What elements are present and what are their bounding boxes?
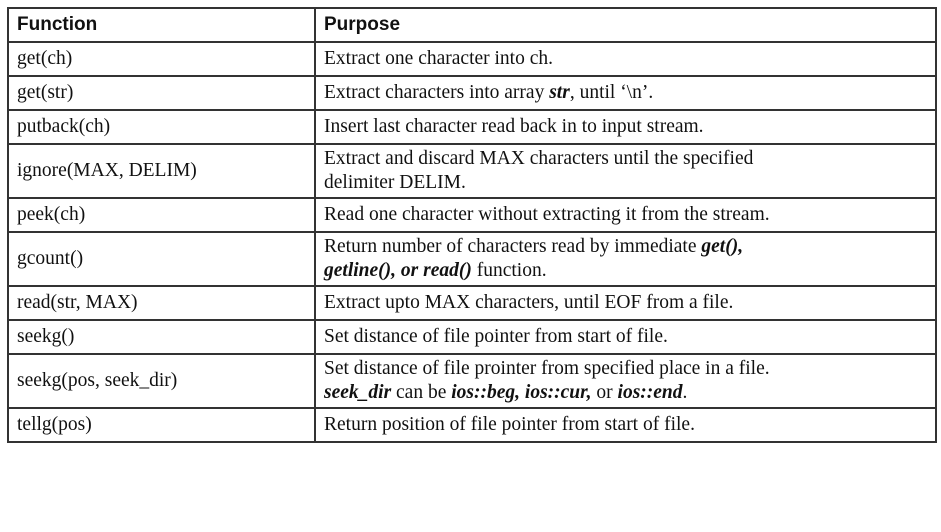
table-row: ignore(MAX, DELIM) Extract and discard M… <box>7 143 937 199</box>
function-table: Function Purpose get(ch) Extract one cha… <box>7 7 937 443</box>
purpose-code: getline(), or read() <box>324 260 472 281</box>
purpose-cell: Set distance of file prointer from speci… <box>314 353 937 409</box>
table-row: putback(ch) Insert last character read b… <box>7 109 937 145</box>
purpose-text: , until ‘\n’. <box>569 82 654 103</box>
purpose-text: . <box>682 382 688 403</box>
table-row: read(str, MAX) Extract upto MAX characte… <box>7 285 937 321</box>
function-cell: seekg() <box>7 319 316 355</box>
table-row: peek(ch) Read one character without extr… <box>7 197 937 233</box>
purpose-text: Read one character without extracting it… <box>324 204 770 225</box>
purpose-cell: Set distance of file pointer from start … <box>314 319 937 355</box>
table-row: gcount() Return number of characters rea… <box>7 231 937 287</box>
purpose-cell: Extract and discard MAX characters until… <box>314 143 937 199</box>
table-header-row: Function Purpose <box>7 7 937 43</box>
function-cell: seekg(pos, seek_dir) <box>7 353 316 409</box>
purpose-text: Extract and discard MAX characters until… <box>324 148 754 169</box>
purpose-code: get(), <box>701 236 744 257</box>
purpose-code: ios::end <box>617 382 683 403</box>
purpose-cell: Read one character without extracting it… <box>314 197 937 233</box>
purpose-code: str <box>549 82 570 103</box>
function-cell: peek(ch) <box>7 197 316 233</box>
purpose-text: Set distance of file prointer from speci… <box>324 358 770 379</box>
purpose-text: Return position of file pointer from sta… <box>324 414 695 435</box>
header-function: Function <box>7 7 316 43</box>
purpose-text: or <box>591 382 618 403</box>
function-cell: read(str, MAX) <box>7 285 316 321</box>
table-row: get(str) Extract characters into array s… <box>7 75 937 111</box>
purpose-code: seek_dir <box>324 382 392 403</box>
header-purpose: Purpose <box>314 7 937 43</box>
function-cell: get(ch) <box>7 41 316 77</box>
table-row: tellg(pos) Return position of file point… <box>7 407 937 443</box>
function-cell: putback(ch) <box>7 109 316 145</box>
table-row: get(ch) Extract one character into ch. <box>7 41 937 77</box>
purpose-code: ios::beg, ios::cur, <box>451 382 592 403</box>
purpose-cell: Return number of characters read by imme… <box>314 231 937 287</box>
purpose-cell: Insert last character read back in to in… <box>314 109 937 145</box>
purpose-text: Extract one character into ch. <box>324 48 554 69</box>
purpose-cell: Return position of file pointer from sta… <box>314 407 937 443</box>
function-cell: gcount() <box>7 231 316 287</box>
purpose-text: delimiter DELIM. <box>324 172 466 193</box>
function-cell: ignore(MAX, DELIM) <box>7 143 316 199</box>
purpose-text: Return number of characters read by imme… <box>324 236 702 257</box>
table-row: seekg() Set distance of file pointer fro… <box>7 319 937 355</box>
purpose-text: Set distance of file pointer from start … <box>324 326 668 347</box>
function-cell: tellg(pos) <box>7 407 316 443</box>
table-row: seekg(pos, seek_dir) Set distance of fil… <box>7 353 937 409</box>
purpose-cell: Extract upto MAX characters, until EOF f… <box>314 285 937 321</box>
purpose-cell: Extract characters into array str, until… <box>314 75 937 111</box>
purpose-text: function. <box>471 260 547 281</box>
purpose-cell: Extract one character into ch. <box>314 41 937 77</box>
function-cell: get(str) <box>7 75 316 111</box>
purpose-text: Insert last character read back in to in… <box>324 116 704 137</box>
purpose-text: can be <box>391 382 452 403</box>
purpose-text: Extract characters into array <box>324 82 550 103</box>
purpose-text: Extract upto MAX characters, until EOF f… <box>324 292 734 313</box>
